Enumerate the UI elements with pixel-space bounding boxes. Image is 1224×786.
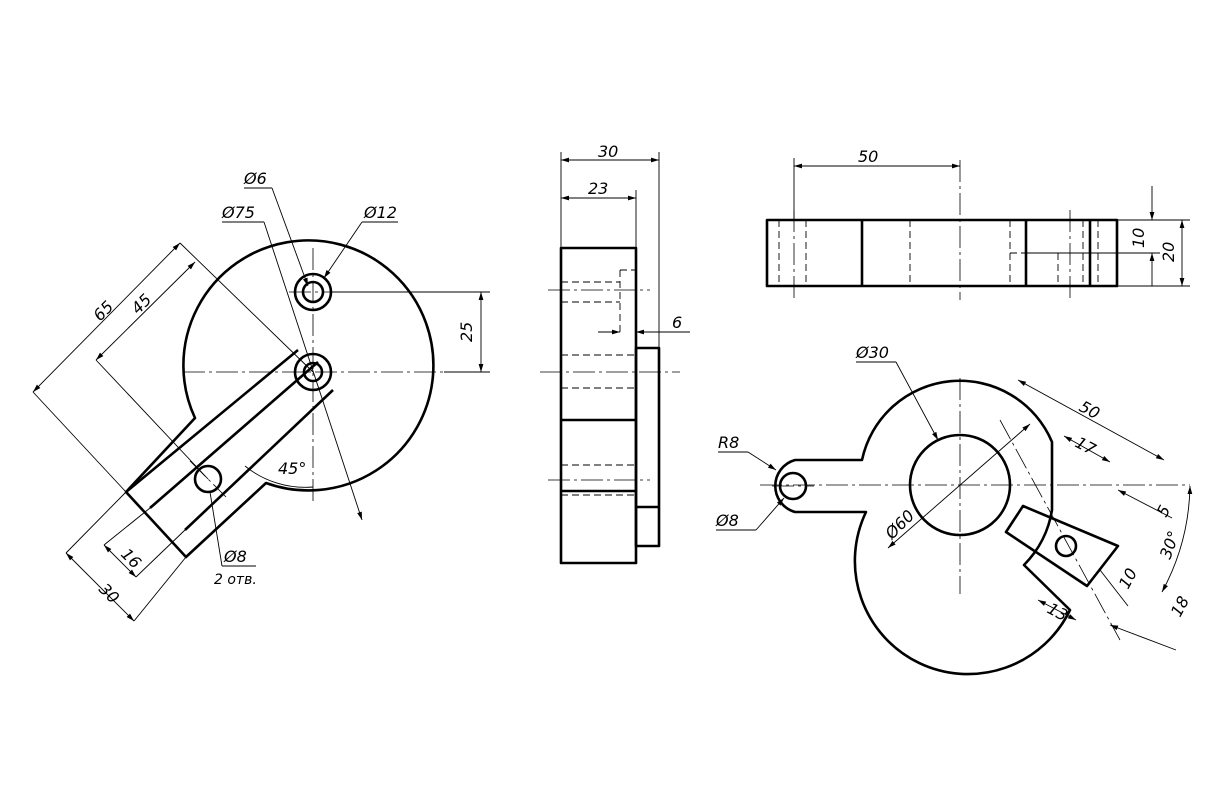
ext-line-65b (32, 391, 127, 493)
ext-30b (133, 556, 187, 622)
slot-inner-line (149, 361, 319, 509)
ext-line-65 (179, 242, 314, 373)
leader-d12 (323, 221, 363, 279)
dim-45: 45 (127, 290, 155, 318)
dim-d12: Ø12 (363, 203, 397, 222)
rot-angle-arc (1161, 485, 1193, 593)
dim-top-10: 10 (1129, 228, 1148, 248)
ext-16a (103, 507, 151, 546)
leader-d8 (209, 491, 223, 567)
dim-line-d60 (887, 423, 1031, 549)
rot-slot-tab (1004, 504, 1120, 588)
dim-rot-d8: Ø8 (715, 511, 739, 530)
dim-line-rot-13 (1037, 599, 1077, 621)
leader-d30 (895, 361, 939, 441)
dim-rot-18: 18 (1167, 593, 1193, 620)
dim-d75: Ø75 (221, 203, 255, 222)
slot-edge-lower (184, 389, 334, 531)
dim-rot-10: 10 (1115, 565, 1141, 592)
dim-top-20: 20 (1159, 242, 1178, 262)
leader-r8 (747, 451, 777, 471)
dim-25: 25 (457, 322, 476, 342)
side-body (559, 246, 638, 565)
note-2-holes: 2 отв. (214, 572, 257, 588)
dim-rot-50: 50 (1076, 397, 1103, 423)
slot-hole (193, 464, 223, 494)
dim-line-rot-50 (1017, 379, 1165, 461)
dim-rot-30deg: 30° (1156, 528, 1184, 561)
dim-rot-17: 17 (1072, 433, 1100, 460)
dim-rot-r8: R8 (718, 433, 739, 452)
dim-side-6: 6 (672, 313, 682, 332)
side-view: 30 23 6 (540, 142, 690, 565)
rotated-view: Ø30 Ø60 R8 Ø8 50 17 5 30° 10 13 18 (715, 343, 1193, 676)
ext-16b (135, 529, 186, 578)
front-view: 25 65 45 30 16 45° Ø75 Ø6 Ø12 (32, 169, 490, 622)
slot-hole-centerline (189, 460, 227, 498)
dim-45-angle: 45° (278, 459, 306, 478)
side-step (634, 346, 661, 548)
dim-rot-d30: Ø30 (855, 343, 889, 362)
leader-d6 (271, 187, 309, 287)
ext-line-45 (95, 359, 209, 480)
angle-arc (244, 465, 314, 488)
center-boss (293, 352, 333, 392)
ext-30a (65, 491, 127, 554)
front-outline (124, 239, 435, 559)
dim-top-50: 50 (858, 147, 878, 166)
dim-side-30: 30 (598, 142, 618, 161)
dim-rot-13: 13 (1044, 599, 1071, 625)
leader-rot-d8 (755, 497, 785, 531)
center-hole (302, 361, 324, 383)
dim-line-16 (103, 544, 137, 578)
top-view: 50 10 20 (765, 147, 1190, 300)
rot-slot-hole (1054, 534, 1078, 558)
dim-rot-d60: Ø60 (881, 506, 918, 543)
rot-outline (774, 379, 1072, 676)
dim-line-30 (65, 552, 135, 622)
dim-65: 65 (89, 297, 117, 325)
leader-d75 (263, 221, 363, 521)
dim-30: 30 (95, 579, 123, 607)
dim-line-rot-10 (1099, 569, 1129, 607)
dim-16: 16 (117, 544, 145, 572)
dim-side-23: 23 (588, 179, 608, 198)
slot-edge-upper (125, 348, 299, 494)
dim-line-rot-18 (1109, 624, 1177, 651)
dim-d6: Ø6 (243, 169, 267, 188)
dim-line-rot-17 (1063, 435, 1111, 463)
dim-line-45 (95, 261, 196, 361)
dim-d8: Ø8 (223, 547, 247, 566)
